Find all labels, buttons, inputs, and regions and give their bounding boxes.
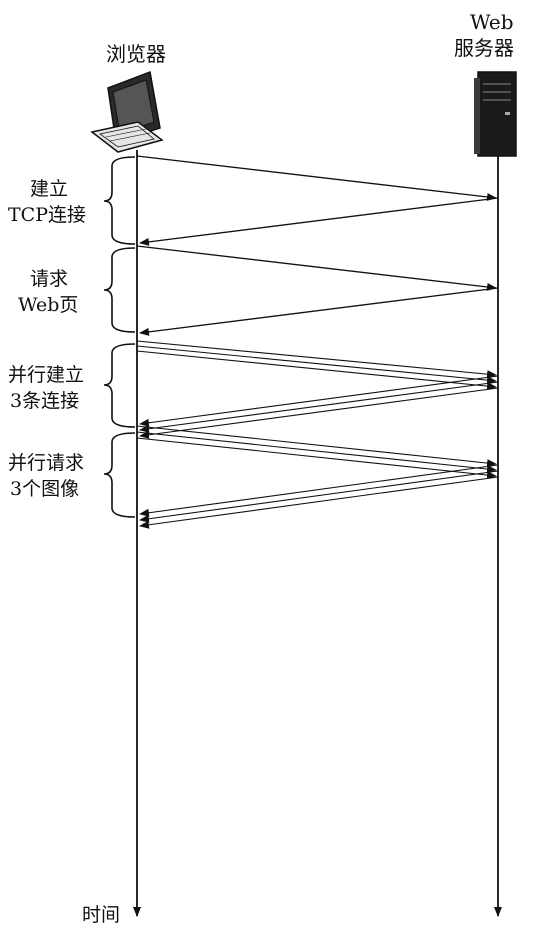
- server-tower-icon: [474, 71, 517, 157]
- page-request-arrow: [136, 245, 497, 291]
- phase-brace-1: [103, 156, 136, 245]
- image-response-arrow-2: [139, 470, 499, 523]
- phase-label-3-line2: 3条连接: [10, 390, 80, 412]
- desktop-computer-icon: [90, 70, 164, 153]
- page-response-arrow: [139, 287, 499, 336]
- phase-label-3-line1: 并行建立: [8, 364, 85, 386]
- time-axis-label: 时间: [82, 904, 121, 926]
- parallel-synack-arrow-3: [139, 387, 499, 439]
- browser-label: 浏览器: [106, 42, 166, 66]
- server-label-line2: 服务器: [454, 36, 514, 60]
- phase-label-2-line2: Web页: [18, 294, 79, 316]
- image-request-arrow-3: [136, 437, 497, 480]
- phase-brace-4: [103, 432, 136, 518]
- parallel-synack-arrow-2: [139, 381, 499, 433]
- image-response-arrow-1: [139, 464, 499, 517]
- phase-label-2-line1: 请求: [30, 268, 69, 290]
- image-request-arrow-2: [136, 431, 497, 474]
- phase-label-4-line1: 并行请求: [8, 452, 85, 474]
- server-label-line1: Web: [470, 10, 514, 34]
- tcp-syn-arrow: [136, 155, 497, 201]
- phase-label-4-line2: 3个图像: [10, 478, 80, 500]
- phase-label-1-line1: 建立: [30, 178, 69, 200]
- phase-brace-2: [103, 247, 136, 333]
- parallel-syn-arrow-3: [136, 350, 497, 391]
- parallel-synack-arrow-1: [139, 375, 499, 427]
- image-request-arrow-1: [136, 425, 497, 468]
- image-response-arrow-3: [139, 476, 499, 529]
- parallel-syn-arrow-2: [136, 345, 497, 385]
- phase-label-1-line2: TCP连接: [8, 204, 86, 226]
- tcp-synack-arrow: [139, 197, 499, 246]
- phase-brace-3: [103, 343, 136, 428]
- parallel-syn-arrow-1: [136, 340, 497, 379]
